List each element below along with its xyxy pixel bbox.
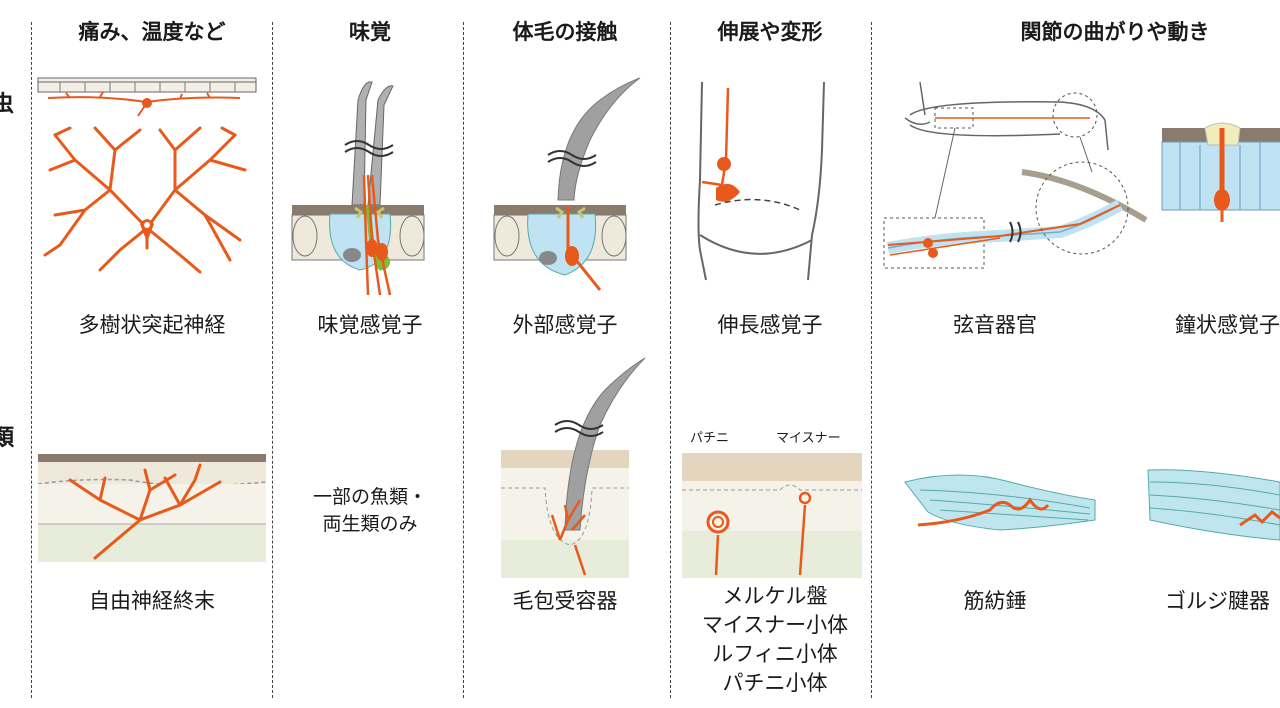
label-external-sensillum: 外部感覚子	[512, 313, 618, 337]
small-label-pacini: パチニ	[690, 431, 730, 446]
small-label-meissner: マイスナー	[776, 431, 841, 446]
label-free-nerve-ending: 自由神経終末	[89, 589, 215, 613]
label-chordotonal-organ: 弦音器官	[953, 313, 1037, 337]
label-ruffini-corpuscle: ルフィニ小体	[712, 642, 838, 666]
label-golgi-tendon-organ: ゴルジ腱器	[1165, 589, 1270, 613]
label-stretch-receptor: 伸長感覚子	[717, 313, 823, 337]
column-divider	[272, 22, 273, 698]
header-joint-movement: 関節の曲がりや動き	[1020, 20, 1210, 44]
row-label-vertebrate: 類	[0, 426, 15, 451]
header-hair-touch: 体毛の接触	[512, 20, 618, 44]
taste-note-line-2: 両生類のみ	[322, 513, 418, 535]
taste-note: 一部の魚類・ 両生類のみ	[290, 484, 450, 538]
column-divider	[31, 22, 32, 698]
label-campaniform-sensillum: 鐘状感覚子	[1175, 313, 1280, 337]
hair-follicle-receptor-illustration	[501, 357, 646, 578]
label-meissner-corpuscle: マイスナー小体	[701, 613, 849, 637]
campaniform-sensillum-illustration	[1161, 122, 1280, 222]
column-divider	[670, 22, 671, 698]
label-muscle-spindle: 筋紡錘	[963, 589, 1027, 613]
row-label-insect: 虫	[0, 92, 15, 117]
stretch-receptor-illustration	[697, 81, 825, 281]
header-pain-temperature: 痛み、温度など	[78, 20, 226, 44]
column-divider	[463, 22, 464, 698]
column-divider	[871, 22, 872, 698]
label-hair-follicle-receptor: 毛包受容器	[512, 589, 618, 613]
taste-note-line-1: 一部の魚類・	[312, 486, 427, 508]
mechanoreceptor-list: メルケル盤 マイスナー小体 ルフィニ小体 パチニ小体	[680, 582, 870, 698]
header-stretch: 伸展や変形	[717, 20, 823, 44]
label-taste-sensillum: 味覚感覚子	[317, 313, 423, 337]
multidendritic-neuron-illustration	[37, 77, 257, 274]
external-sensillum-illustration	[493, 77, 641, 291]
skin-mechanoreceptor-illustration	[682, 453, 862, 578]
chordotonal-organ-illustration	[883, 81, 1148, 269]
label-pacinian-corpuscle: パチニ小体	[722, 671, 828, 695]
muscle-spindle-illustration	[904, 474, 1096, 531]
label-multidendritic-neuron: 多樹状突起神経	[78, 313, 226, 337]
label-merkel-disc: メルケル盤	[722, 584, 828, 608]
golgi-tendon-organ-illustration	[1147, 469, 1280, 541]
header-taste: 味覚	[349, 20, 391, 44]
taste-sensillum-illustration	[291, 81, 425, 296]
free-nerve-ending-illustration	[37, 454, 267, 562]
